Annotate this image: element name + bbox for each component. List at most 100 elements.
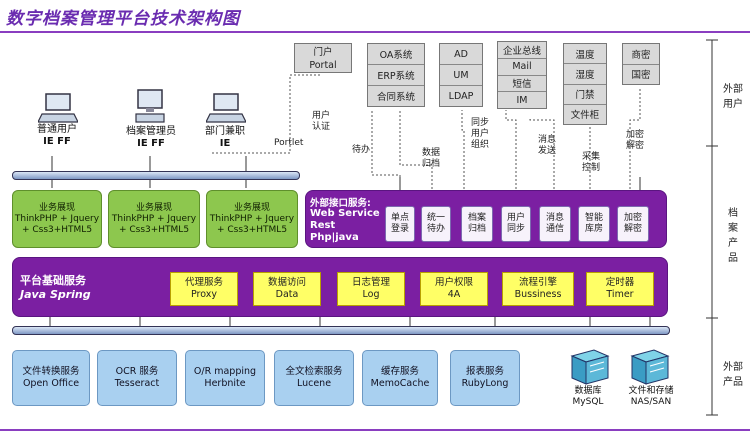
system-line: Mail bbox=[498, 57, 546, 75]
module-text: 用户 bbox=[506, 213, 525, 223]
business-display-3: 业务展现 ThinkPHP + Jquery + Css3+HTML5 bbox=[206, 190, 298, 248]
storage-cn: 文件和存储 bbox=[628, 386, 674, 396]
system-line: 国密 bbox=[623, 63, 659, 85]
system-environment: 温度 湿度 门禁 文件柜 bbox=[563, 43, 607, 125]
product-en: RubyLong bbox=[461, 378, 509, 389]
layer-text: 产品 bbox=[723, 377, 743, 388]
product-cn: OCR 服务 bbox=[115, 366, 159, 377]
label-line: 用户 bbox=[471, 129, 490, 139]
module-text: 档案 bbox=[467, 213, 486, 223]
label-line: 用户 bbox=[312, 111, 331, 121]
system-line: 文件柜 bbox=[564, 103, 606, 124]
system-line: 企业总线 bbox=[502, 45, 541, 57]
system-line: 合同系统 bbox=[368, 85, 424, 106]
module-message: 消息通信 bbox=[539, 206, 571, 242]
system-line: 门禁 bbox=[564, 83, 606, 104]
database-server-icon bbox=[570, 349, 610, 385]
system-line: AD bbox=[454, 48, 468, 60]
user-name: 部门兼职 bbox=[205, 126, 245, 137]
module-text: 加密 bbox=[623, 213, 642, 223]
label-message: 消息 发送 bbox=[538, 135, 556, 157]
system-line: 湿度 bbox=[564, 63, 606, 83]
label-line: 发送 bbox=[538, 146, 557, 156]
business-title: 业务展现 bbox=[38, 202, 75, 213]
product-cn: 报表服务 bbox=[465, 366, 504, 377]
module-sso: 单点登录 bbox=[385, 206, 415, 242]
interface-tech-ws: Web Service bbox=[310, 208, 380, 219]
system-line: 商密 bbox=[631, 49, 651, 61]
system-line: Portal bbox=[309, 59, 337, 71]
module-encryption: 加密解密 bbox=[617, 206, 649, 242]
product-cn: O/R mapping bbox=[193, 366, 257, 377]
service-cn: 日志管理 bbox=[351, 277, 390, 288]
service-en: 4A bbox=[447, 289, 461, 300]
module-unified-todo: 统一待办 bbox=[421, 206, 451, 242]
interface-title: 外部接口服务: bbox=[310, 198, 371, 209]
system-line: 温度 bbox=[575, 49, 595, 61]
system-line: ERP系统 bbox=[368, 64, 424, 85]
label-todo: 待办 bbox=[352, 145, 371, 155]
module-text: 单点 bbox=[390, 213, 409, 223]
layer-text: 品 bbox=[728, 253, 738, 264]
layer-text: 档 bbox=[728, 208, 738, 219]
business-display-1: 业务展现 ThinkPHP + Jquery + Css3+HTML5 bbox=[12, 190, 102, 248]
label-portlet: Portlet bbox=[274, 138, 304, 148]
business-title: 业务展现 bbox=[233, 202, 270, 213]
user-name: 档案管理员 bbox=[126, 126, 176, 137]
storage-server-icon bbox=[630, 349, 670, 385]
platform-subtitle: Java Spring bbox=[20, 288, 91, 301]
system-directory: AD UM LDAP bbox=[439, 43, 483, 107]
service-cn: 用户权限 bbox=[434, 277, 473, 288]
business-tech: + Css3+HTML5 bbox=[216, 224, 288, 235]
module-archive: 档案归档 bbox=[461, 206, 493, 242]
label-data-archive: 数据 归档 bbox=[422, 148, 440, 170]
label-line: 加密 bbox=[626, 130, 645, 140]
system-bus: 企业总线 Mail 短信 IM bbox=[497, 41, 547, 109]
label-line: 数据 bbox=[422, 148, 441, 158]
page-title: 数字档案管理平台技术架构图 bbox=[6, 9, 240, 29]
label-line: 消息 bbox=[538, 135, 557, 145]
interface-tech-lang: Php|java bbox=[310, 232, 359, 243]
module-text: 统一 bbox=[426, 213, 445, 223]
user-browser: IE FF bbox=[137, 138, 165, 149]
service-cn: 数据访问 bbox=[267, 277, 306, 288]
label-line: 归档 bbox=[422, 159, 441, 169]
service-bus-bar bbox=[12, 326, 670, 335]
user-part-time: 部门兼职 IE bbox=[190, 126, 260, 150]
product-en: Tesseract bbox=[114, 378, 160, 389]
module-text: 通信 bbox=[545, 224, 564, 234]
platform-title: 平台基础服务 bbox=[20, 274, 86, 287]
product-en: Open Office bbox=[22, 378, 80, 389]
storage-cn: 数据库 bbox=[574, 386, 602, 396]
label-line: 解密 bbox=[626, 141, 645, 151]
product-cn: 文件转换服务 bbox=[22, 366, 80, 377]
system-oa-erp: OA系统 ERP系统 合同系统 bbox=[367, 43, 425, 107]
layer-text: 案 bbox=[728, 223, 738, 234]
product-cn: 全文检索服务 bbox=[285, 366, 343, 377]
service-en: Proxy bbox=[190, 289, 218, 300]
storage-en: MySQL bbox=[572, 397, 604, 407]
module-smart-storage: 智能库房 bbox=[578, 206, 610, 242]
label-user-auth: 用户 认证 bbox=[312, 111, 330, 133]
system-crypto: 商密 国密 bbox=[622, 43, 660, 85]
system-line: UM bbox=[440, 64, 482, 85]
label-line: 控制 bbox=[582, 163, 601, 173]
layer-archive-product: 档 案 产 品 bbox=[718, 206, 748, 266]
layer-external-product: 外部 产品 bbox=[718, 358, 748, 388]
label-line: 认证 bbox=[312, 122, 331, 132]
user-normal: 普通用户 IE FF bbox=[22, 124, 92, 148]
user-archivist: 档案管理员 IE FF bbox=[108, 126, 194, 150]
storage-en: NAS/SAN bbox=[630, 397, 672, 407]
business-tech: + Css3+HTML5 bbox=[21, 224, 93, 235]
module-text: 库房 bbox=[584, 224, 603, 234]
label-line: 采集 bbox=[582, 152, 601, 162]
